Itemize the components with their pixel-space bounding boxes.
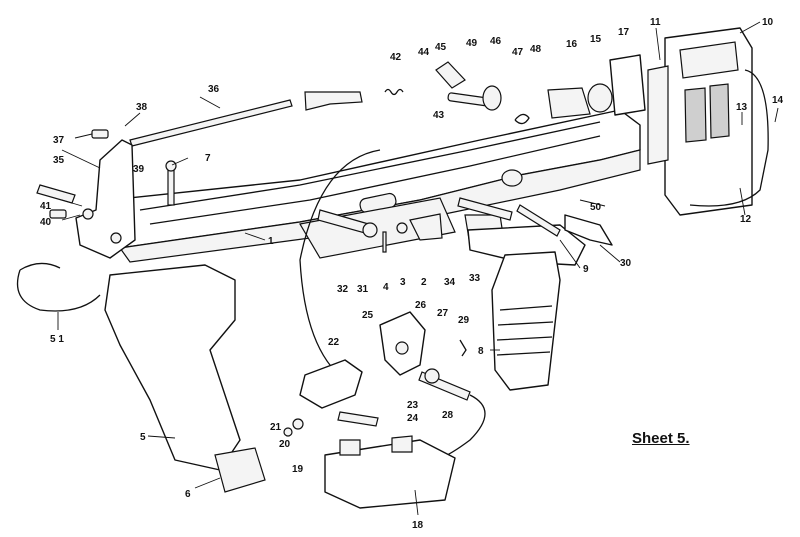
callout-47: 47: [512, 47, 524, 58]
callout-18: 18: [412, 520, 424, 531]
callout-25: 25: [362, 310, 374, 321]
callout-41: 41: [40, 201, 52, 212]
callout-45: 45: [435, 42, 447, 53]
callout-11: 11: [650, 17, 661, 28]
trigger-housing: [283, 411, 456, 509]
callout-36: 36: [208, 84, 220, 95]
callout-32: 32: [337, 284, 349, 295]
top-right-parts: [435, 54, 646, 125]
callout-6: 6: [185, 489, 191, 500]
callout-43: 43: [433, 110, 445, 121]
callout-44: 44: [418, 47, 430, 58]
callout-8: 8: [478, 346, 484, 357]
callout-5: 5: [140, 432, 146, 443]
callout-16: 16: [566, 39, 578, 50]
callout-35: 35: [53, 155, 65, 166]
callout-50: 50: [590, 202, 602, 213]
callout-14: 14: [772, 95, 784, 106]
callout-27: 27: [437, 308, 449, 319]
spring-wire: [299, 149, 381, 381]
callout-9: 9: [583, 264, 589, 275]
leader-lines: [57, 21, 779, 516]
hammer-group: [299, 311, 486, 461]
callout-42: 42: [390, 52, 402, 63]
callout-numbers: 1 2 3 4 5 5 1 6 7 8 9 10 11 12 13 14 15 …: [40, 17, 784, 531]
rear-end-plate: [647, 27, 769, 216]
callout-24: 24: [407, 413, 419, 424]
callout-12: 12: [740, 214, 752, 225]
callout-7: 7: [205, 153, 211, 164]
front-bracket: [75, 139, 136, 259]
callout-38: 38: [136, 102, 148, 113]
callout-34: 34: [444, 277, 456, 288]
callout-15: 15: [590, 34, 602, 45]
callout-17: 17: [618, 27, 630, 38]
top-rod-assembly: [129, 88, 404, 147]
callout-21: 21: [270, 422, 282, 433]
callout-1: 1: [268, 236, 274, 247]
callout-2: 2: [421, 277, 427, 288]
callout-4: 4: [383, 282, 389, 293]
callout-23: 23: [407, 400, 419, 411]
callout-31: 31: [357, 284, 369, 295]
callout-28: 28: [442, 410, 454, 421]
pistol-grip: [16, 262, 266, 493]
callout-19: 19: [292, 464, 304, 475]
callout-30: 30: [620, 258, 632, 269]
callout-20: 20: [279, 439, 291, 450]
callout-13: 13: [736, 102, 748, 113]
callout-49: 49: [466, 38, 478, 49]
callout-40: 40: [40, 217, 52, 228]
callout-10: 10: [762, 17, 774, 28]
callout-51: 5 1: [50, 334, 64, 345]
vertical-foregrip: [467, 204, 613, 391]
callout-26: 26: [415, 300, 427, 311]
callout-46: 46: [490, 36, 502, 47]
callout-37: 37: [53, 135, 65, 146]
sheet-label: Sheet 5.: [632, 430, 690, 447]
callout-33: 33: [469, 273, 481, 284]
callout-22: 22: [328, 337, 340, 348]
callout-29: 29: [458, 315, 470, 326]
callout-39: 39: [133, 164, 145, 175]
callout-48: 48: [530, 44, 542, 55]
callout-3: 3: [400, 277, 406, 288]
